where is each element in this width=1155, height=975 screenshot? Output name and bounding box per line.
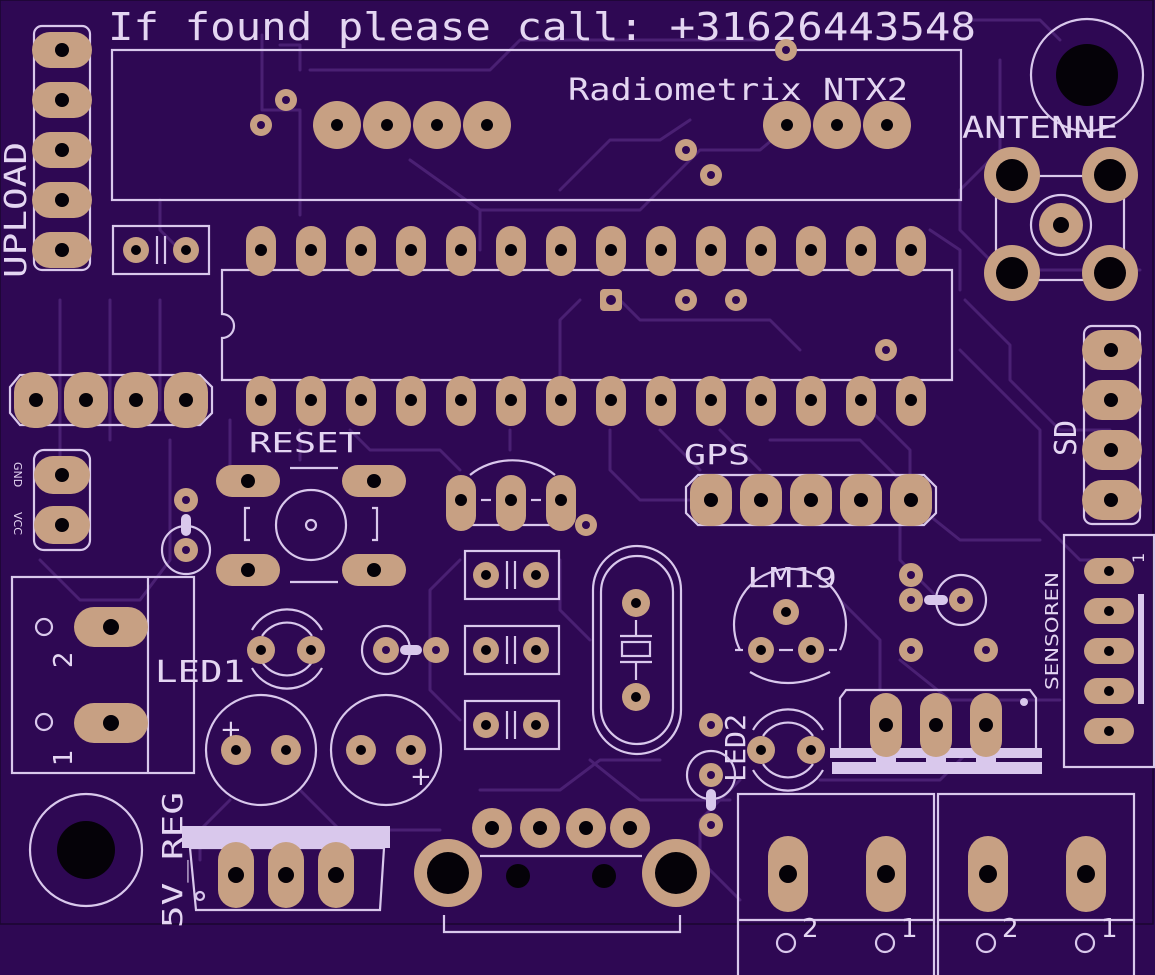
header-4pin-left: [8, 372, 214, 428]
capacitor-c2: [463, 549, 561, 601]
sensoren-connector: SENSOREN 1: [1042, 533, 1155, 769]
screw-terminal-b: 2 1: [936, 792, 1136, 975]
upload-header: UPLOAD: [0, 24, 92, 278]
regulator-to220-right: [830, 688, 1042, 774]
reset-label: RESET: [249, 426, 361, 459]
resistor-r1: [160, 488, 212, 576]
vcc-label: VCC: [11, 512, 24, 535]
power-header: GND VCC: [11, 448, 92, 552]
upload-label: UPLOAD: [0, 142, 34, 278]
term-b-pin1: 1: [1101, 914, 1118, 944]
capacitor-e1: +: [204, 693, 318, 807]
screw-terminal-a: 2 1: [736, 792, 936, 975]
antenna-label: ANTENNE: [962, 111, 1118, 146]
led1: LED1: [155, 608, 325, 690]
transistor-q1: [446, 459, 576, 531]
radio-module: Radiometrix NTX2: [110, 48, 963, 202]
resistor-r3: [899, 563, 998, 662]
antenna-connector: ANTENNE: [962, 111, 1138, 301]
led2: LED2: [685, 708, 825, 837]
sd-header: SD: [1049, 324, 1142, 526]
lm19-sensor: LM19: [732, 561, 848, 685]
reg-label: 5V_REG: [156, 792, 190, 928]
sd-label: SD: [1049, 420, 1084, 456]
gnd-label: GND: [11, 462, 24, 487]
capacitor-c1: [111, 224, 211, 276]
gps-header: GPS: [684, 438, 938, 527]
radio-label: Radiometrix NTX2: [568, 73, 908, 108]
led1-label: LED1: [155, 655, 245, 690]
gps-label: GPS: [684, 438, 750, 471]
sensoren-label: SENSOREN: [1042, 572, 1063, 690]
found-text: If found please call: +31626443548: [108, 5, 976, 49]
power-pin1: 1: [49, 749, 79, 766]
microcontroller-dip28: [220, 226, 954, 426]
mount-hole-bottom-left: [28, 792, 144, 908]
board-outline: [0, 0, 1154, 925]
resistor-r2: [360, 624, 449, 676]
cap-e2-plus: +: [410, 762, 432, 792]
crystal: [591, 544, 683, 756]
reset-button: RESET: [216, 426, 406, 586]
capacitor-c4: [463, 699, 561, 751]
power-terminal: 2 1: [10, 575, 196, 775]
regulator-5v: 5V_REG: [156, 792, 390, 928]
antenna-mount-hole: [1029, 17, 1145, 133]
term-b-pin2: 2: [1002, 914, 1019, 944]
sensoren-pin1: 1: [1129, 553, 1148, 563]
usb-connector: [414, 808, 710, 934]
term-a-pin2: 2: [802, 914, 819, 944]
capacitor-e2: +: [329, 693, 443, 807]
term-a-pin1: 1: [901, 914, 918, 944]
power-pin2: 2: [49, 651, 79, 668]
vias: [250, 39, 897, 536]
capacitor-c3: [463, 624, 561, 676]
